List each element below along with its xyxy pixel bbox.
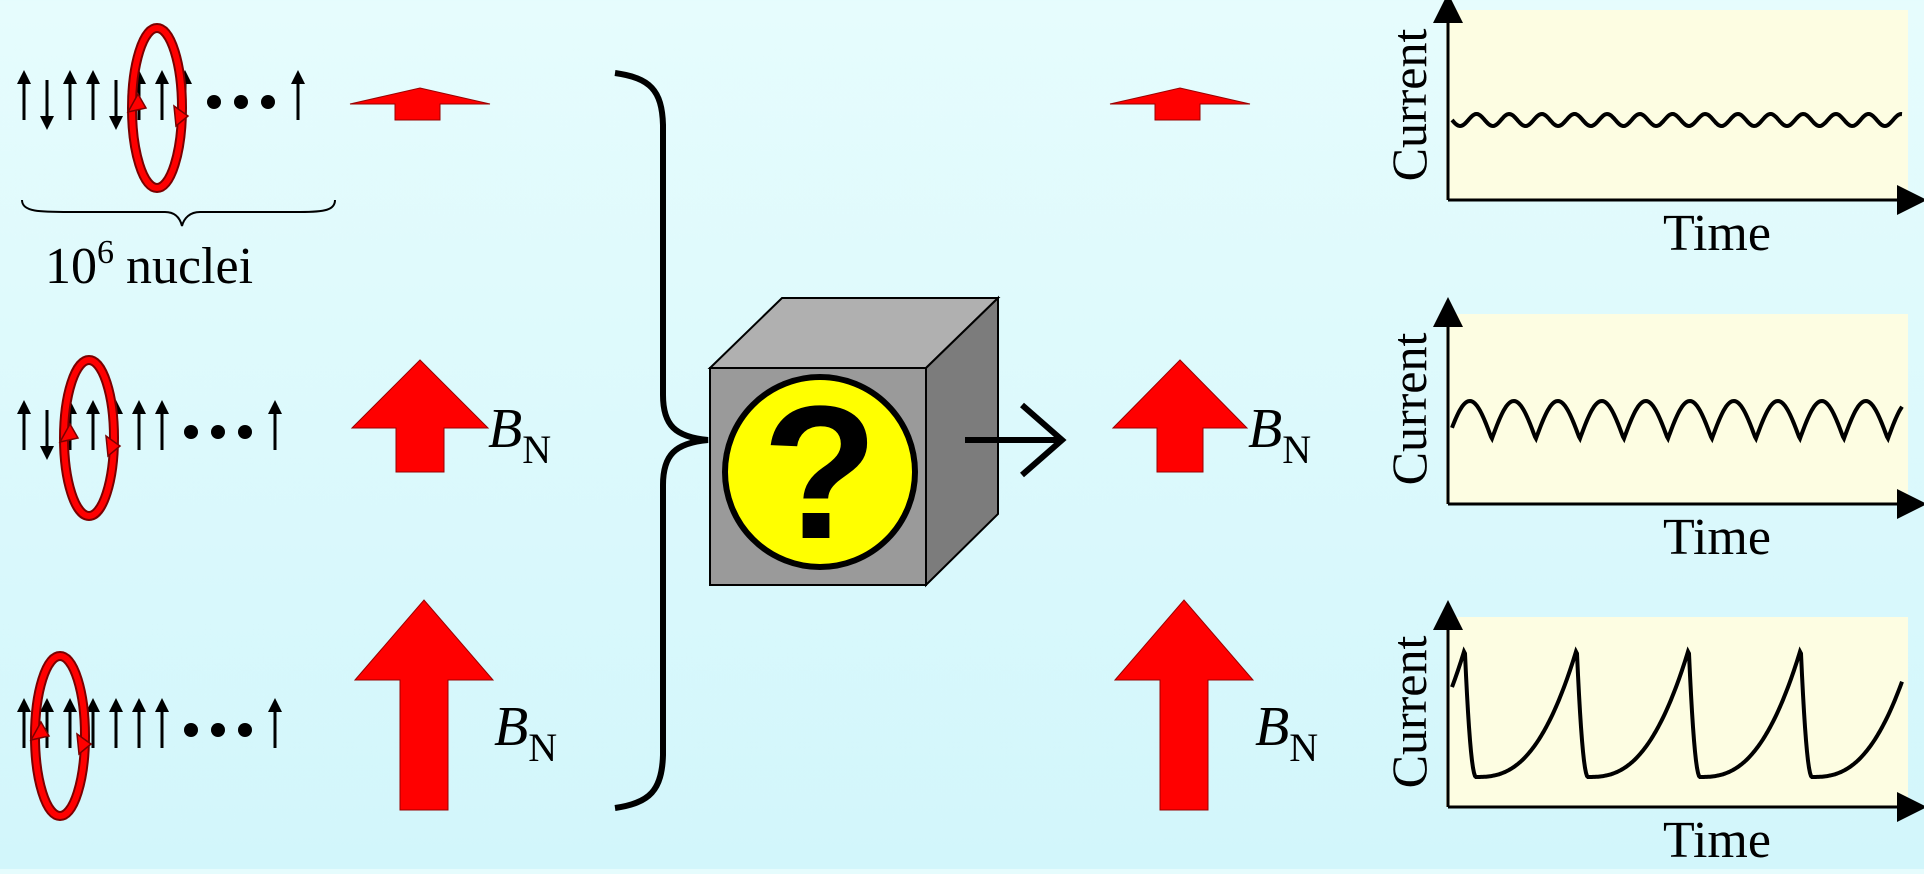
- y-axis-label: Current: [1381, 29, 1437, 182]
- field-arrow-medium-left: [352, 360, 488, 472]
- graph-background: [1446, 617, 1908, 807]
- y-axis-label: Current: [1381, 333, 1437, 486]
- x-axis-label: Time: [1663, 205, 1771, 262]
- spin-up-icon: [17, 698, 31, 712]
- ellipsis-dot: [211, 425, 225, 439]
- spin-rows: [17, 28, 305, 816]
- spin-up-icon: [132, 400, 146, 414]
- ellipsis-dot: [184, 723, 198, 737]
- bn-label-left-1: BN: [488, 398, 551, 472]
- ellipsis-dot: [238, 425, 252, 439]
- ellipsis-dot: [234, 95, 248, 109]
- spin-up-icon: [155, 698, 169, 712]
- spin-up-icon: [291, 70, 305, 84]
- spin-row-2: [17, 360, 282, 516]
- bn-label-left-2: BN: [494, 696, 557, 770]
- spin-up-icon: [155, 400, 169, 414]
- ellipsis-dot: [238, 723, 252, 737]
- bn-label-right-1: BN: [1248, 398, 1311, 472]
- field-arrow-small-left: [350, 88, 490, 120]
- ellipsis-dot: [207, 95, 221, 109]
- spin-up-icon: [63, 698, 77, 712]
- brace-nuclei: [22, 200, 335, 226]
- spin-up-icon: [132, 698, 146, 712]
- spin-down-icon: [40, 116, 54, 130]
- spin-up-icon: [86, 400, 100, 414]
- curly-bracket: [615, 73, 708, 808]
- ellipsis-dot: [261, 95, 275, 109]
- x-axis-label: Time: [1663, 812, 1771, 869]
- spin-row-1: [17, 28, 305, 188]
- spin-up-icon: [268, 400, 282, 414]
- field-arrow-medium-right: [1113, 360, 1247, 472]
- spin-up-icon: [268, 698, 282, 712]
- field-arrow-large-left: [355, 600, 493, 810]
- spin-up-icon: [63, 70, 77, 84]
- graph-background: [1446, 314, 1908, 504]
- x-axis-label: Time: [1663, 509, 1771, 566]
- field-arrow-large-right: [1115, 600, 1253, 810]
- mystery-box: ?: [710, 298, 998, 585]
- spin-up-icon: [86, 70, 100, 84]
- spin-up-icon: [17, 70, 31, 84]
- ellipsis-dot: [184, 425, 198, 439]
- field-arrow-small-right: [1110, 88, 1250, 120]
- bn-label-right-2: BN: [1255, 696, 1318, 770]
- spin-down-icon: [109, 116, 123, 130]
- spin-row-3: [17, 656, 282, 816]
- spin-down-icon: [40, 446, 54, 460]
- y-axis-label: Current: [1381, 636, 1437, 789]
- question-mark: ?: [762, 367, 878, 579]
- spin-up-icon: [155, 70, 169, 84]
- spin-up-icon: [17, 400, 31, 414]
- spin-up-icon: [109, 698, 123, 712]
- ellipsis-dot: [211, 723, 225, 737]
- graph-background: [1446, 10, 1908, 200]
